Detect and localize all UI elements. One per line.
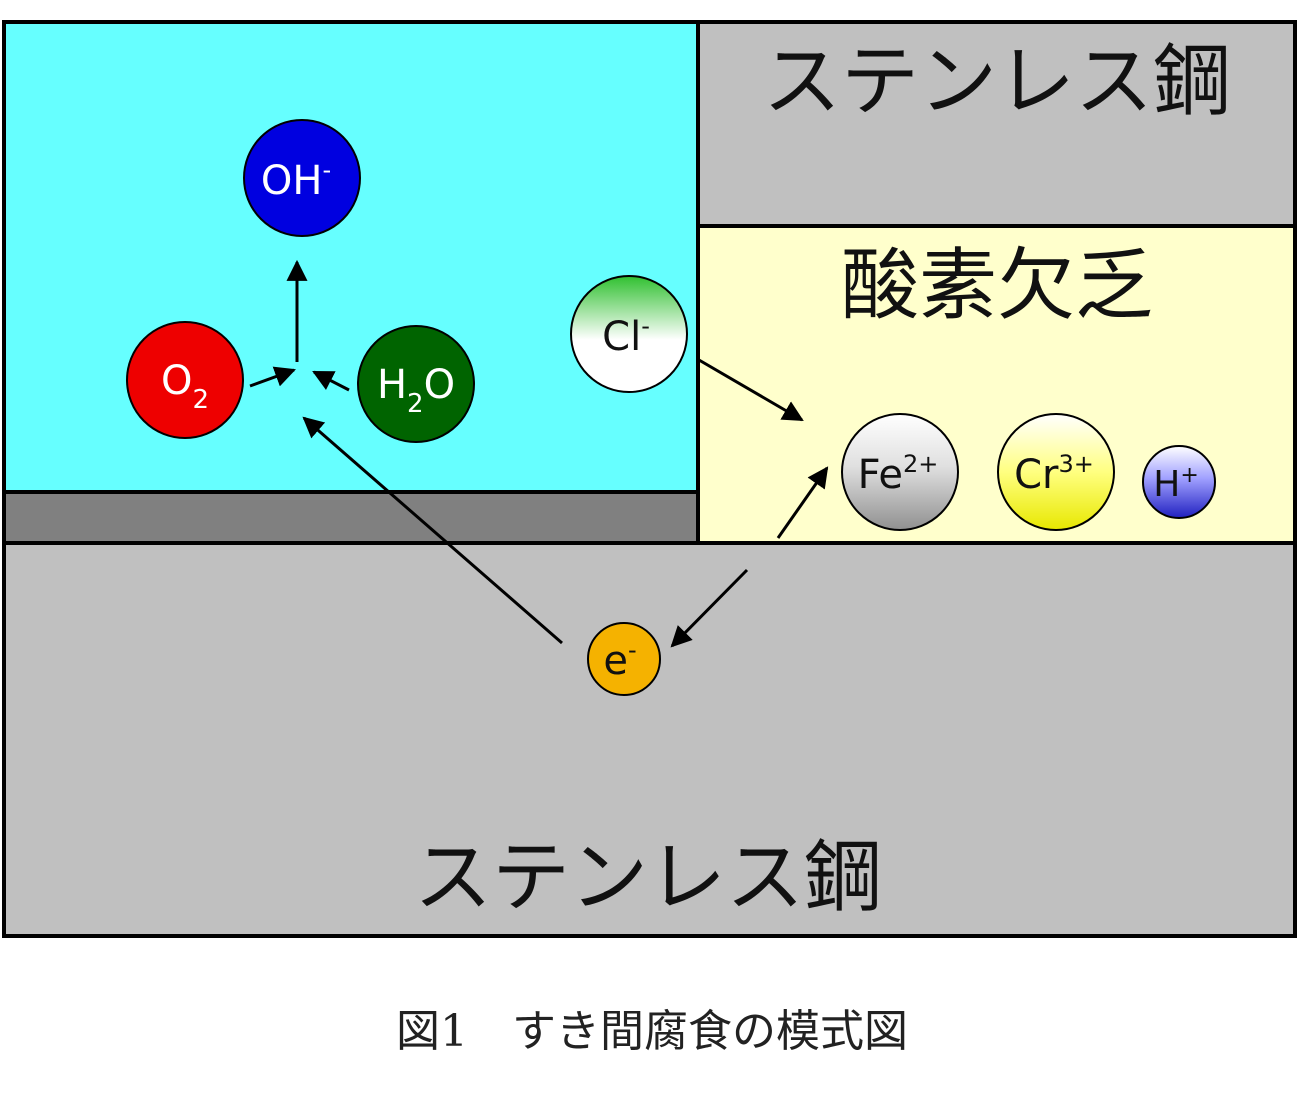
svg-text:Cl-: Cl- [602, 312, 650, 360]
ion-o2-sub: 2 [192, 385, 209, 415]
ion-h2o-tail: O [424, 362, 455, 408]
svg-text:OH-: OH- [261, 156, 331, 204]
electron: e- [587, 622, 661, 696]
ion-h2o-sub: 2 [407, 389, 424, 419]
ion-cr-base: Cr [1014, 452, 1059, 498]
gasket-strip [2, 490, 700, 545]
ion-o2-base: O [161, 358, 192, 404]
svg-text:Fe2+: Fe2+ [858, 450, 939, 498]
svg-text:e-: e- [603, 636, 636, 684]
ion-cl-base: Cl [602, 314, 641, 360]
solution-region [2, 20, 700, 494]
arrow-h2o-in [312, 370, 350, 392]
ion-oh-base: OH [261, 158, 323, 204]
ion-h2o: H2O [357, 325, 475, 443]
svg-text:O2: O2 [161, 358, 209, 415]
figure-caption: 図1 すき間腐食の模式図 [396, 1006, 908, 1057]
electron-sup: - [628, 636, 637, 664]
ion-h-sup: + [1180, 463, 1198, 488]
ion-h2o-base: H [377, 362, 407, 408]
svg-text:Cr3+: Cr3+ [1014, 450, 1094, 498]
ion-oh-sup: - [322, 156, 331, 184]
ion-fe: Fe2+ [841, 413, 959, 531]
svg-text:H+: H+ [1153, 463, 1199, 505]
ion-cr-sup: 3+ [1058, 450, 1093, 478]
steel-bottom-region [2, 541, 1297, 938]
ion-o2: O2 [126, 321, 244, 439]
steel-top-label: ステンレス鋼 [763, 37, 1231, 127]
oxygen-deficient-label: 酸素欠乏 [841, 241, 1153, 331]
arrow-o2-in [249, 366, 296, 388]
steel-top-region [696, 20, 1297, 228]
arrow-electron-up [302, 416, 563, 645]
ion-h-base: H [1153, 464, 1180, 505]
ion-oh: OH- [243, 119, 361, 237]
ion-cl: Cl- [570, 275, 688, 393]
ion-cr: Cr3+ [997, 413, 1115, 531]
ion-cl-sup: - [641, 312, 650, 340]
ion-fe-base: Fe [858, 452, 903, 498]
arrow-cl-in [698, 358, 804, 422]
svg-text:H2O: H2O [377, 362, 455, 419]
electron-base: e [603, 638, 628, 684]
arrow-fe-up [776, 466, 829, 539]
arrow-electron-down [670, 568, 749, 648]
steel-bottom-label: ステンレス鋼 [414, 833, 882, 923]
ion-h: H+ [1142, 445, 1216, 519]
ion-fe-sup: 2+ [903, 450, 938, 478]
